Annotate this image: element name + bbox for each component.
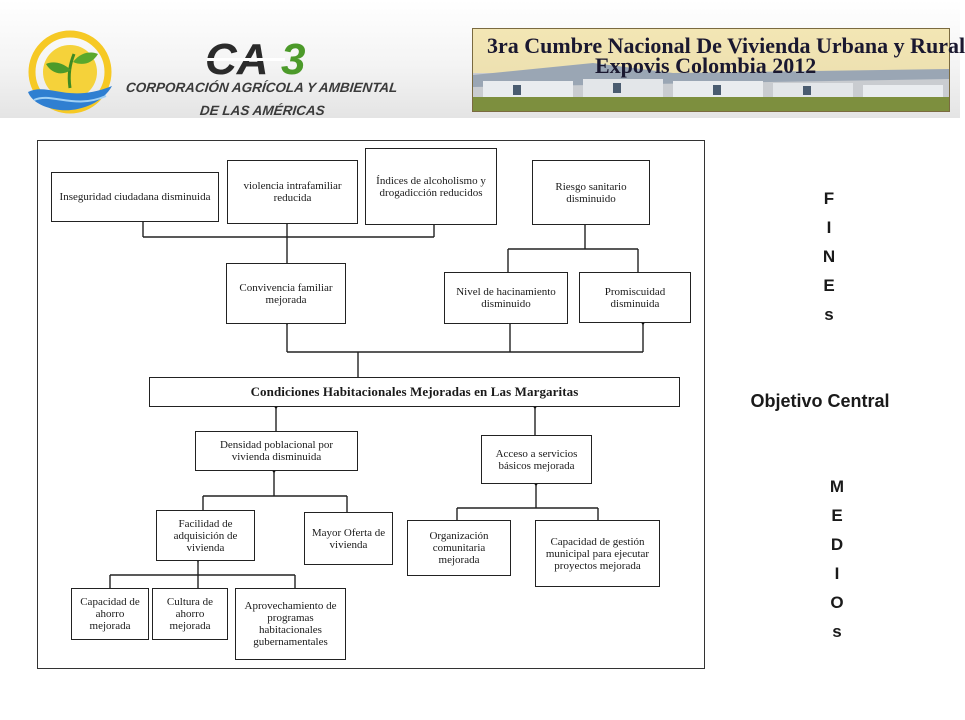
sun-plant-water-logo-icon	[20, 30, 120, 120]
means-facilidad-box: Facilidad de adquisición de vivienda	[156, 510, 255, 561]
end-riesgo-box: Riesgo sanitario disminuido	[532, 160, 650, 225]
fines-letter: N	[822, 247, 836, 266]
means-organizacion-box: Organización comunitaria mejorada	[407, 520, 511, 576]
means-capacidad-ahorro-box: Capacidad de ahorro mejorada	[71, 588, 149, 640]
brand-digit: 3	[281, 35, 305, 84]
housing-row-photo	[473, 29, 949, 111]
means-cultura-ahorro-box: Cultura de ahorro mejorada	[152, 588, 228, 640]
tree-connectors	[109, 215, 647, 588]
means-densidad-box: Densidad poblacional por vivienda dismin…	[195, 431, 358, 471]
end-alcoholismo-box: Índices de alcoholismo y drogadicción re…	[365, 148, 497, 225]
means-mayor-oferta-box: Mayor Oferta de vivienda	[304, 512, 393, 565]
medios-letter: I	[834, 564, 840, 583]
event-banner: 3ra Cumbre Nacional De Vivienda Urbana y…	[472, 28, 965, 112]
medios-letter: O	[830, 593, 844, 612]
fines-letter: F	[823, 189, 835, 208]
end-promiscuidad-box: Promiscuidad disminuida	[579, 272, 691, 323]
event-subtitle: Expovis Colombia 2012	[595, 53, 817, 78]
event-title: 3ra Cumbre Nacional De Vivienda Urbana y…	[487, 33, 965, 58]
end-violencia-box: violencia intrafamiliar reducida	[227, 160, 358, 224]
objective-tree-diagram: Inseguridad ciudadana disminuida violenc…	[37, 140, 705, 669]
means-acceso-box: Acceso a servicios básicos mejorada	[481, 435, 592, 484]
end-inseguridad-box: Inseguridad ciudadana disminuida	[51, 172, 219, 222]
fines-label: F I N E s	[814, 184, 844, 329]
fines-letter: E	[823, 276, 835, 295]
end-hacinamiento-box: Nivel de hacinamiento disminuido	[444, 272, 568, 324]
org-name-line2: DE LAS AMÉRICAS	[199, 103, 326, 118]
medios-letter: s	[832, 622, 842, 641]
means-aprovechamiento-box: Aprovechamiento de programas habitaciona…	[235, 588, 346, 660]
org-name-line1: CORPORACIÓN AGRÍCOLA Y AMBIENTAL	[125, 80, 399, 95]
medios-letter: D	[830, 535, 844, 554]
medios-letter: E	[831, 506, 843, 525]
fines-letter: I	[826, 218, 832, 237]
fines-letter: s	[824, 305, 834, 324]
means-capacidad-gestion-box: Capacidad de gestión municipal para ejec…	[535, 520, 660, 587]
central-objective-box: Condiciones Habitacionales Mejoradas en …	[149, 377, 680, 407]
brand-logotype: CA 3	[205, 35, 445, 84]
medios-label: M E D I O s	[822, 472, 852, 646]
objetivo-central-label: Objetivo Central	[750, 391, 890, 411]
end-convivencia-box: Convivencia familiar mejorada	[226, 263, 346, 324]
medios-letter: M	[829, 477, 845, 496]
